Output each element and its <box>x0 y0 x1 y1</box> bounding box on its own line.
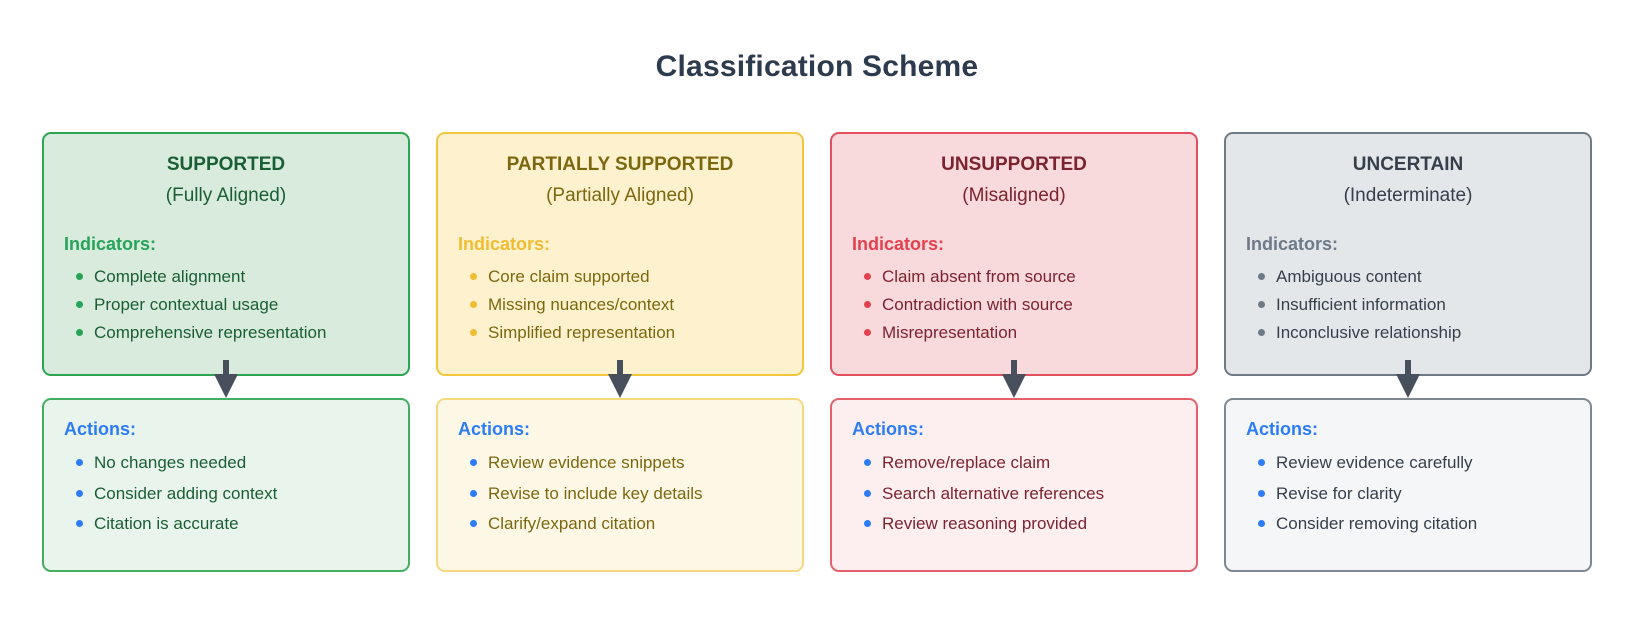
category-card-partially-supported: PARTIALLY SUPPORTED (Partially Aligned) … <box>436 132 804 376</box>
list-item: Core claim supported <box>470 263 784 291</box>
actions-label: Actions: <box>64 419 136 439</box>
list-item: Review evidence snippets <box>470 448 784 479</box>
list-item: Insufficient information <box>1258 291 1572 319</box>
list-item: Comprehensive representation <box>76 319 390 347</box>
list-item: Review evidence carefully <box>1258 448 1572 479</box>
down-arrow <box>830 360 1198 400</box>
list-item: No changes needed <box>76 448 390 479</box>
arrow-head-icon <box>1002 374 1026 398</box>
list-item: Claim absent from source <box>864 263 1178 291</box>
category-qualifier: (Misaligned) <box>962 185 1066 206</box>
list-item: Consider adding context <box>76 479 390 510</box>
category-title: SUPPORTED <box>166 154 286 175</box>
actions-label: Actions: <box>1246 419 1318 439</box>
list-item: Revise to include key details <box>470 479 784 510</box>
list-item: Clarify/expand citation <box>470 509 784 540</box>
indicators-label: Indicators: <box>1246 234 1339 254</box>
list-item: Search alternative references <box>864 479 1178 510</box>
column-supported: SUPPORTED (Fully Aligned) Indicators: Co… <box>42 132 410 572</box>
down-arrow <box>436 360 804 400</box>
list-item: Revise for clarity <box>1258 479 1572 510</box>
indicators-label: Indicators: <box>458 234 551 254</box>
arrow-stem <box>1011 360 1017 378</box>
arrow-stem <box>223 360 229 378</box>
list-item: Review reasoning provided <box>864 509 1178 540</box>
category-title: UNSUPPORTED <box>941 154 1087 175</box>
arrow-head-icon <box>608 374 632 398</box>
actions-label: Actions: <box>852 419 924 439</box>
column-unsupported: UNSUPPORTED (Misaligned) Indicators: Cla… <box>830 132 1198 572</box>
list-item: Complete alignment <box>76 263 390 291</box>
actions-label: Actions: <box>458 419 530 439</box>
column-uncertain: UNCERTAIN (Indeterminate) Indicators: Am… <box>1224 132 1592 572</box>
list-item: Proper contextual usage <box>76 291 390 319</box>
category-card-supported: SUPPORTED (Fully Aligned) Indicators: Co… <box>42 132 410 376</box>
list-item: Inconclusive relationship <box>1258 319 1572 347</box>
category-qualifier: (Fully Aligned) <box>165 185 287 206</box>
arrow-stem <box>617 360 623 378</box>
indicators-label: Indicators: <box>852 234 945 254</box>
category-qualifier: (Partially Aligned) <box>546 185 694 206</box>
category-card-unsupported: UNSUPPORTED (Misaligned) Indicators: Cla… <box>830 132 1198 376</box>
list-item: Contradiction with source <box>864 291 1178 319</box>
category-qualifier: (Indeterminate) <box>1343 185 1473 206</box>
down-arrow <box>42 360 410 400</box>
category-card-uncertain: UNCERTAIN (Indeterminate) Indicators: Am… <box>1224 132 1592 376</box>
list-item: Remove/replace claim <box>864 448 1178 479</box>
list-item: Simplified representation <box>470 319 784 347</box>
category-title: PARTIALLY SUPPORTED <box>506 154 734 175</box>
list-item: Citation is accurate <box>76 509 390 540</box>
list-item: Missing nuances/context <box>470 291 784 319</box>
arrow-stem <box>1405 360 1411 378</box>
column-partially-supported: PARTIALLY SUPPORTED (Partially Aligned) … <box>436 132 804 572</box>
down-arrow <box>1224 360 1592 400</box>
category-title: UNCERTAIN <box>1352 154 1464 175</box>
list-item: Ambiguous content <box>1258 263 1572 291</box>
arrow-head-icon <box>214 374 238 398</box>
indicators-label: Indicators: <box>64 234 157 254</box>
list-item: Consider removing citation <box>1258 509 1572 540</box>
list-item: Misrepresentation <box>864 319 1178 347</box>
arrow-head-icon <box>1396 374 1420 398</box>
page-title: Classification Scheme <box>655 50 979 83</box>
